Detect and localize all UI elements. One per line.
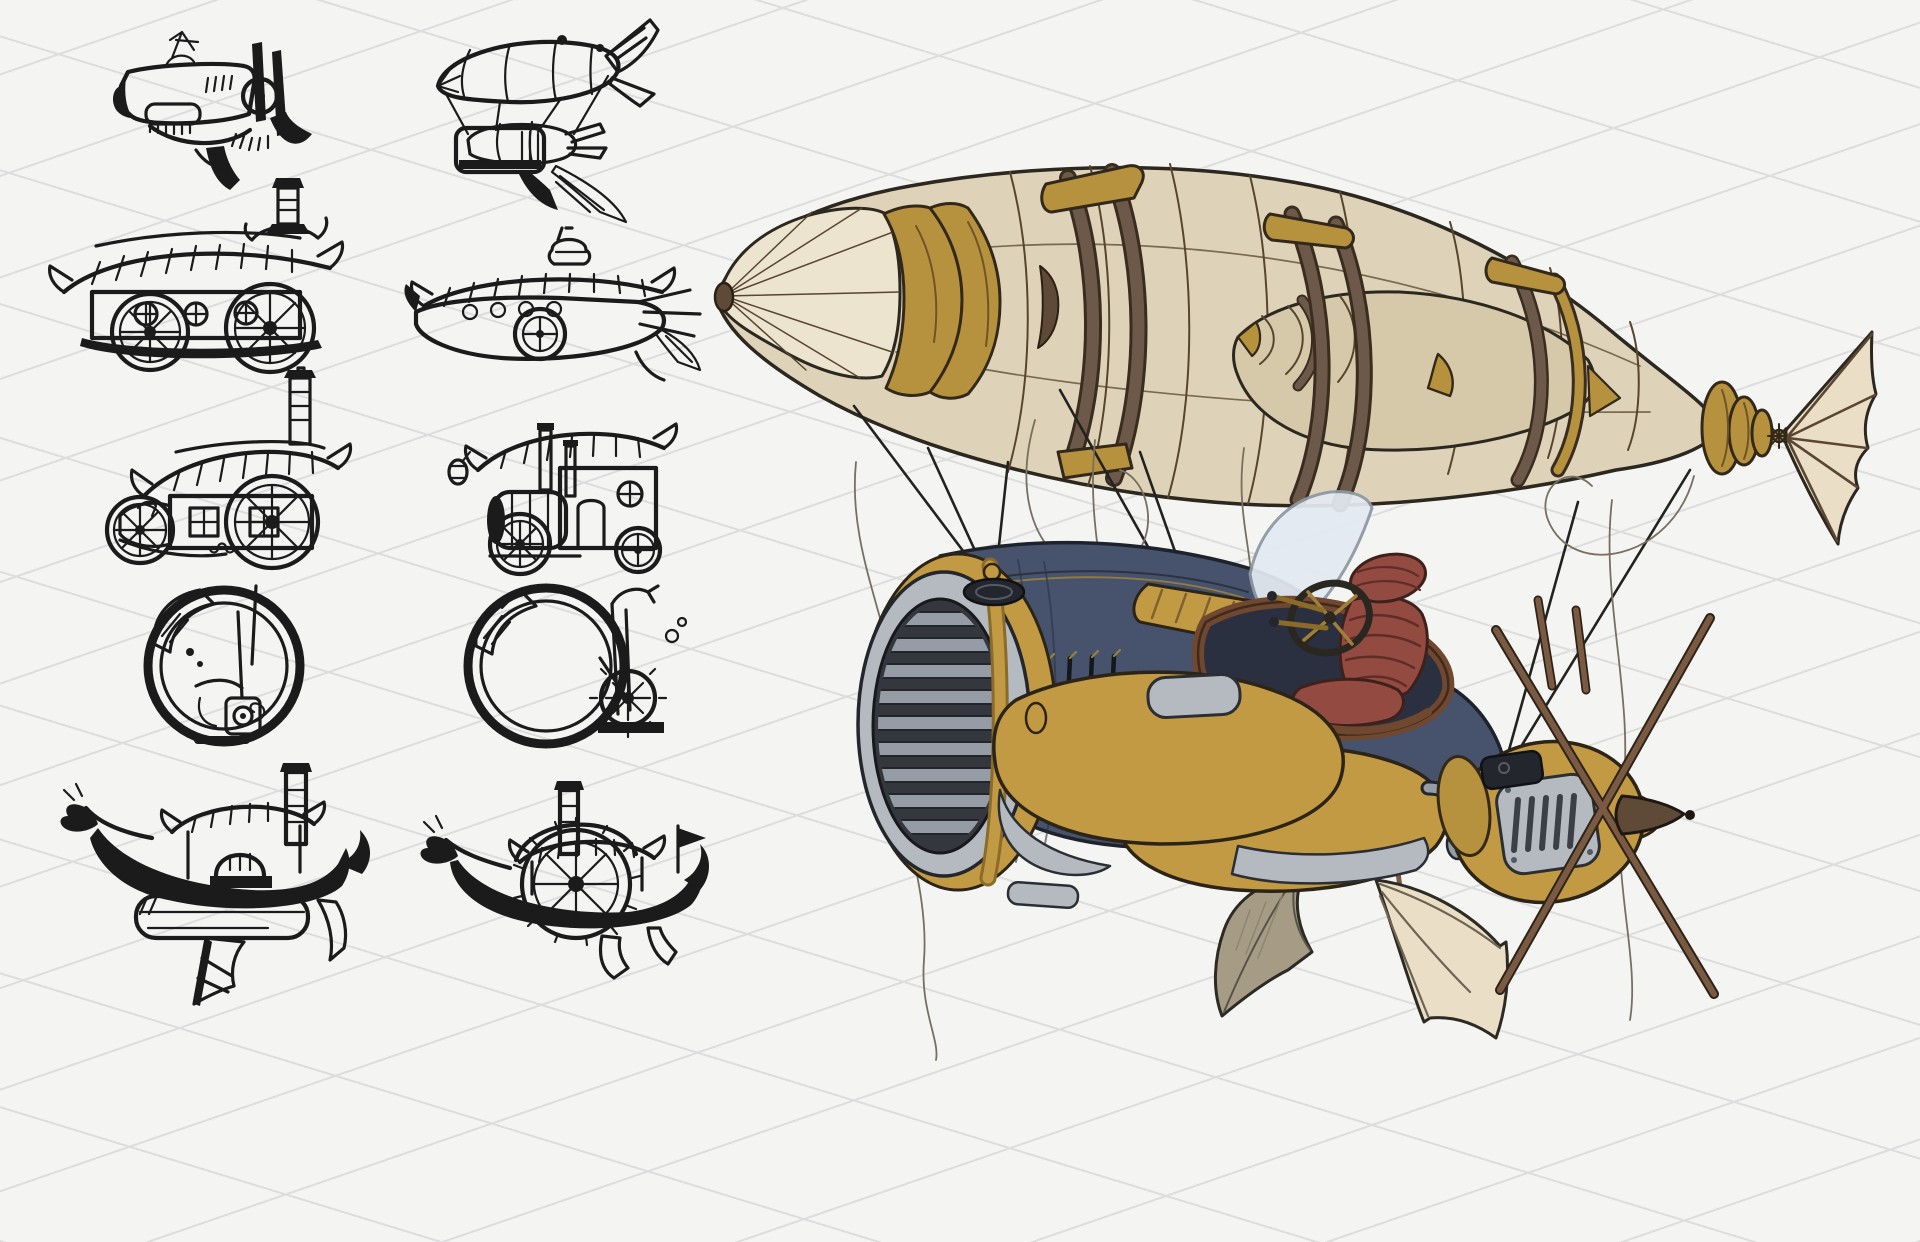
cable-anchor-rear [1479,749,1545,791]
sketch-pagoda-wagon [48,178,345,375]
sketch-dragon-gondola [60,763,371,1006]
seat-back [1338,595,1429,700]
propeller [1491,595,1719,999]
pontoon [992,670,1449,893]
cable-anchor-front [962,577,1026,607]
propeller-hub [1614,794,1686,836]
wing-taupe [1214,876,1314,1018]
wing-cream [1374,878,1509,1040]
brass-collar [882,202,1060,400]
nose-cone [713,206,902,380]
sketch-monowheel [143,584,305,747]
airship-illustration [713,163,1878,1061]
straps [1040,163,1587,513]
steering-wheel [1267,579,1373,657]
sketch-twin-balloon-airship [435,18,660,224]
sketch-steam-tractor [447,422,679,577]
sketch-pagoda-flying-boat [404,226,702,382]
sketch-flying-scooter [112,30,312,190]
sketch-dragon-paddleboat [420,781,709,980]
tail-fan [1700,330,1878,546]
sketch-pagoda-cart [104,366,353,571]
sketch-monowheel-gear [463,583,688,749]
balloon-envelope [713,163,1878,546]
speeder-vehicle [856,490,1719,1040]
